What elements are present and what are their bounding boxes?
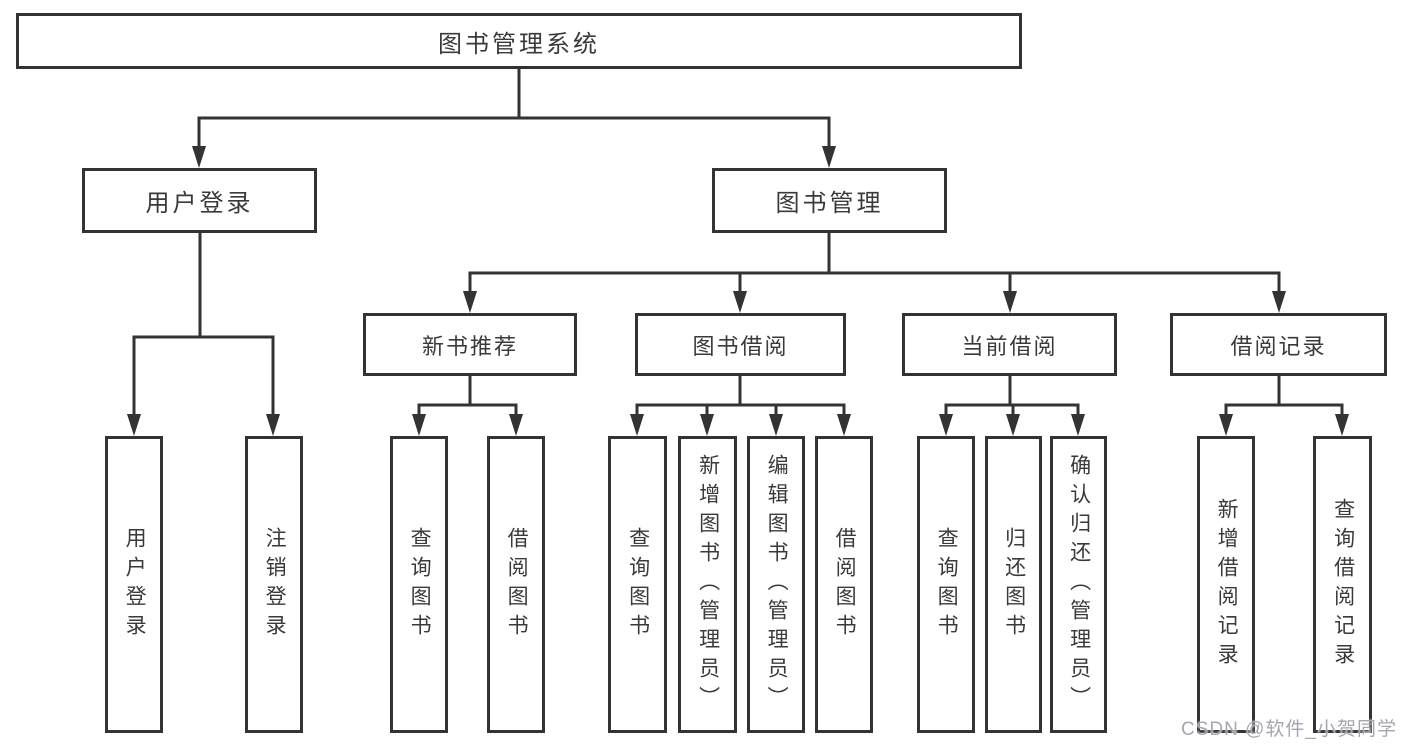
leaf-borrow-books-recommend: 借阅图书 [487, 436, 545, 733]
leaf-label: 查询借阅记录 [1331, 497, 1355, 672]
leaf-label: 借阅图书 [833, 526, 857, 643]
node-borrowing-records: 借阅记录 [1170, 313, 1387, 376]
leaf-confirm-return-admin: 确认归还（管理员） [1050, 436, 1107, 733]
node-label: 图书管理系统 [438, 30, 600, 58]
node-label: 用户登录 [145, 190, 254, 217]
arrowheads [127, 146, 1349, 436]
leaf-label: 新增图书（管理员） [696, 454, 720, 715]
node-label: 借阅记录 [1230, 333, 1327, 359]
leaf-label: 注销登录 [263, 526, 287, 643]
node-library-management-system: 图书管理系统 [16, 13, 1022, 69]
leaf-label: 新增借阅记录 [1215, 497, 1239, 672]
connector-level3-rail [468, 271, 1281, 293]
node-user-login: 用户登录 [82, 168, 317, 233]
node-label: 新书推荐 [421, 333, 518, 359]
node-current-borrowing: 当前借阅 [902, 313, 1117, 376]
leaf-query-books-recommend: 查询图书 [390, 436, 448, 733]
leaf-user-login: 用户登录 [105, 436, 163, 733]
connector-group5-rail [1224, 403, 1344, 416]
node-label: 图书管理 [775, 190, 884, 217]
leaf-query-books-borrowing: 查询图书 [608, 436, 667, 733]
connector-group3-rail [635, 403, 846, 416]
node-label: 图书借阅 [692, 333, 789, 359]
leaf-label: 查询图书 [408, 526, 432, 643]
leaf-add-borrow-record: 新增借阅记录 [1197, 436, 1255, 733]
connector-level2-rail [197, 116, 831, 148]
leaf-query-borrow-record: 查询借阅记录 [1313, 436, 1372, 733]
leaf-borrow-books: 借阅图书 [815, 436, 873, 733]
csdn-watermark: CSDN @软件_小贺同学 [1181, 719, 1397, 740]
leaf-logout: 注销登录 [245, 436, 303, 733]
leaf-add-books-admin: 新增图书（管理员） [678, 436, 737, 733]
leaf-label: 借阅图书 [505, 526, 529, 643]
leaf-query-books-current: 查询图书 [917, 436, 975, 733]
leaf-label: 归还图书 [1002, 526, 1026, 643]
leaf-label: 编辑图书（管理员） [765, 454, 789, 715]
node-label: 当前借阅 [961, 333, 1058, 359]
node-new-book-recommendation: 新书推荐 [363, 313, 577, 376]
node-book-borrowing: 图书借阅 [635, 313, 846, 376]
leaf-label: 查询图书 [935, 526, 959, 643]
leaf-label: 确认归还（管理员） [1067, 454, 1091, 715]
leaf-return-books: 归还图书 [985, 436, 1042, 733]
connector-userlogin-rail [132, 335, 275, 416]
leaf-label: 查询图书 [626, 526, 650, 643]
leaf-edit-books-admin: 编辑图书（管理员） [747, 436, 805, 733]
leaf-label: 用户登录 [123, 526, 147, 643]
node-book-management: 图书管理 [712, 168, 947, 233]
connector-group2-rail [417, 403, 518, 416]
